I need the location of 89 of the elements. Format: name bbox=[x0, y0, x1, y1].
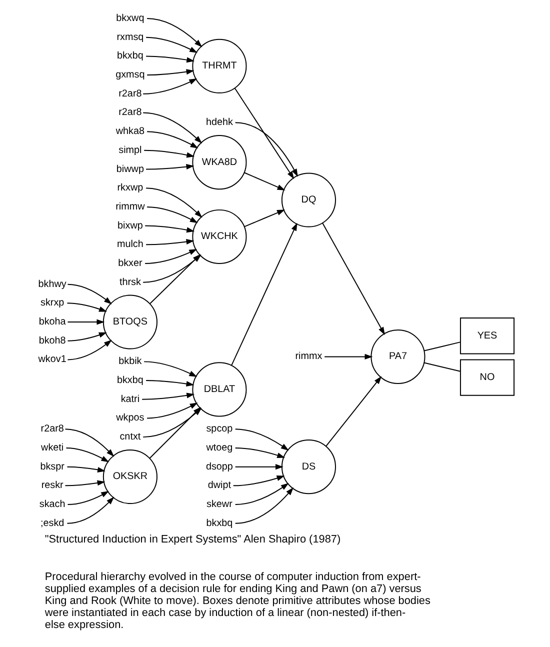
node-text: ;eskd bbox=[40, 518, 64, 529]
caption: Procedural hierarchy evolved in the course of computer induction from expert-supplied examples of a decision rule for ending King and Pawn (on a7) versus King and Rook (White to move). Boxes denote primitive attributes whose bodies were instantiated in each case by induction of a linear (non-nested) if-then-else expression. bbox=[44, 571, 430, 631]
node-text: hdehk bbox=[205, 117, 232, 128]
arrow bbox=[145, 188, 202, 218]
diagram-title: "Structured Induction in Expert Systems" Alen Shapiro (1987) bbox=[44, 533, 340, 546]
arrow bbox=[141, 392, 194, 400]
node-text: katri bbox=[120, 394, 140, 405]
node-text: simpl bbox=[118, 144, 142, 156]
arrow bbox=[143, 150, 194, 158]
node-text: bkoh8 bbox=[38, 335, 66, 346]
node-text: spcop bbox=[206, 424, 232, 435]
arrow bbox=[66, 466, 105, 472]
node-text: wkov1 bbox=[38, 354, 66, 366]
node-text: skach bbox=[38, 498, 65, 510]
arrow bbox=[145, 56, 194, 63]
node-text: r2ar8 bbox=[118, 88, 142, 100]
arrow bbox=[65, 447, 109, 462]
node-text: bixwp bbox=[117, 220, 142, 232]
arrow bbox=[322, 222, 384, 336]
node-text: wtoeg bbox=[206, 442, 232, 454]
node-circle: DQ bbox=[280, 172, 336, 228]
node-text: bkxbq bbox=[116, 50, 143, 62]
arrow bbox=[66, 496, 114, 524]
arrow bbox=[234, 428, 288, 451]
arrow bbox=[234, 447, 285, 458]
node-text: dwipt bbox=[207, 480, 231, 492]
node-text: skrxp bbox=[40, 298, 64, 309]
node-text: dsopp bbox=[205, 461, 232, 472]
node-text: wkpos bbox=[116, 412, 144, 424]
arrow bbox=[243, 172, 285, 190]
arrow bbox=[146, 131, 198, 148]
arrow bbox=[243, 210, 284, 228]
node-text: bkxwq bbox=[116, 12, 144, 24]
arrow bbox=[66, 284, 112, 304]
node-text: rkxwp bbox=[116, 182, 143, 194]
arrow bbox=[64, 480, 105, 486]
node-text: bkhwy bbox=[38, 278, 66, 290]
node-text: bkxer bbox=[118, 258, 142, 269]
arrow bbox=[144, 225, 194, 233]
arrow bbox=[234, 483, 288, 505]
arrow bbox=[232, 476, 284, 486]
arrow bbox=[66, 491, 109, 505]
arrow bbox=[142, 78, 197, 94]
arrow bbox=[234, 122, 298, 177]
node-text: biwwp bbox=[116, 164, 144, 175]
node-text: rimmx bbox=[294, 351, 322, 362]
arrow bbox=[146, 18, 202, 48]
arrow bbox=[146, 69, 194, 76]
arrow bbox=[143, 361, 197, 377]
node-box: YES bbox=[459, 318, 514, 354]
connector bbox=[423, 342, 460, 352]
arrow bbox=[234, 487, 294, 524]
arrow bbox=[146, 402, 198, 419]
arrow bbox=[234, 464, 283, 470]
arrow bbox=[64, 428, 114, 457]
node-text: r2ar8 bbox=[40, 424, 64, 435]
arrow bbox=[66, 319, 104, 325]
arrow bbox=[145, 380, 194, 387]
connector bbox=[423, 362, 460, 372]
node-text: cntxt bbox=[119, 432, 140, 443]
arrow bbox=[145, 36, 198, 53]
node-box: NO bbox=[459, 359, 514, 396]
node-text: bkspr bbox=[40, 461, 64, 472]
arrow bbox=[142, 112, 202, 144]
arrow bbox=[66, 340, 112, 360]
arrow bbox=[144, 249, 197, 264]
node-text: bkxbq bbox=[206, 518, 232, 529]
arrow bbox=[66, 332, 106, 342]
node-text: r2ar8 bbox=[118, 107, 142, 118]
arrow bbox=[234, 88, 294, 180]
arrow bbox=[145, 239, 194, 246]
node-text: gxmsq bbox=[115, 70, 144, 81]
node-text: rimmw bbox=[115, 201, 144, 212]
arrow bbox=[146, 206, 198, 224]
node-text: rxmsq bbox=[116, 32, 144, 43]
node-text: bkxbq bbox=[116, 375, 143, 386]
node-text: mulch bbox=[116, 239, 143, 250]
node-text: thrsk bbox=[118, 276, 140, 288]
node-text: bkbik bbox=[118, 356, 142, 368]
node-text: whka8 bbox=[115, 126, 144, 138]
arrow bbox=[145, 164, 194, 170]
arrow bbox=[230, 222, 297, 366]
node-text: wketi bbox=[40, 442, 64, 454]
arrow bbox=[324, 354, 372, 360]
node-text: skewr bbox=[206, 498, 232, 510]
arrow bbox=[66, 302, 106, 312]
arrow bbox=[325, 376, 382, 447]
node-text: reskr bbox=[40, 480, 63, 492]
node-text: bkoha bbox=[38, 316, 66, 328]
